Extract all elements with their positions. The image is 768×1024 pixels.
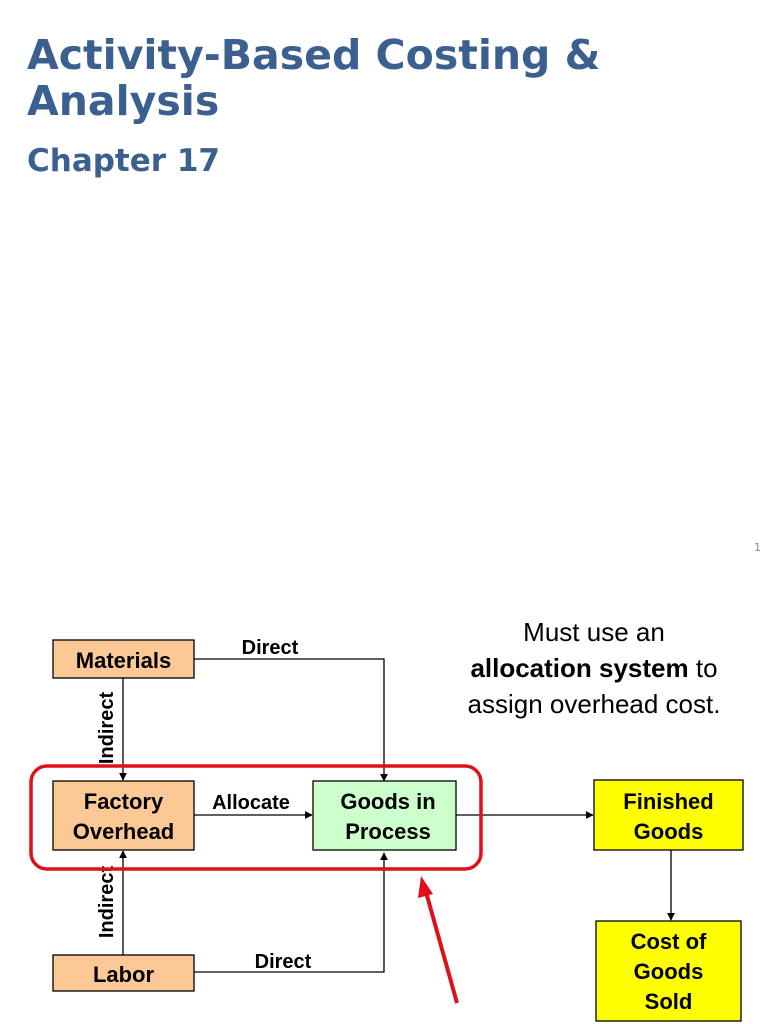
factory-overhead-label-line1: Factory <box>84 789 164 814</box>
cogs-label-line3: Sold <box>645 989 693 1014</box>
labor-label: Labor <box>93 962 155 987</box>
slide-title: Activity-Based Costing & Analysis <box>27 31 601 125</box>
finished-goods-label-line2: Goods <box>634 819 704 844</box>
red-pointer-arrow-shaft <box>424 891 459 1004</box>
cost-of-goods-sold-box <box>595 920 742 1022</box>
note-line-2: allocation system to <box>470 653 717 683</box>
allocation-highlight-outline <box>29 764 483 871</box>
materials-direct-label: Direct <box>242 637 299 659</box>
factory-overhead-label-line2: Overhead <box>73 819 175 844</box>
allocate-label: Allocate <box>212 792 290 814</box>
cogs-label-line1: Cost of <box>631 929 707 954</box>
finished-goods-box <box>593 779 744 851</box>
page-number: 1 <box>754 541 761 554</box>
labor-indirect-label: Indirect <box>96 866 118 939</box>
cogs-label-line2: Goods <box>634 959 704 984</box>
materials-label: Materials <box>76 648 171 673</box>
chapter-subtitle: Chapter 17 <box>27 143 220 179</box>
finished-goods-label-line1: Finished <box>623 789 713 814</box>
labor-direct-label: Direct <box>255 951 312 973</box>
materials-indirect-label: Indirect <box>96 692 118 765</box>
factory-overhead-box <box>52 780 195 851</box>
note-line-1: Must use an <box>523 617 665 647</box>
materials-to-gip-connector <box>194 658 388 782</box>
goods-in-process-label-line1: Goods in <box>340 789 435 814</box>
note-line-2-rest: to <box>689 653 718 683</box>
title-slide: Activity-Based Costing & Analysis Chapte… <box>27 31 761 554</box>
cost-flow-diagram: Materials Factory Overhead Goods in Proc… <box>29 617 744 1022</box>
red-pointer-arrowhead <box>418 876 433 898</box>
note-allocation-system-bold: allocation system <box>470 653 688 683</box>
note-line-3: assign overhead cost. <box>468 689 721 719</box>
labor-to-gip-connector <box>194 852 388 973</box>
labor-box <box>52 954 195 992</box>
materials-box <box>52 639 195 679</box>
goods-in-process-label-line2: Process <box>345 819 431 844</box>
goods-in-process-box <box>312 780 457 851</box>
cost-flow-slide: Materials Factory Overhead Goods in Proc… <box>0 580 768 1024</box>
